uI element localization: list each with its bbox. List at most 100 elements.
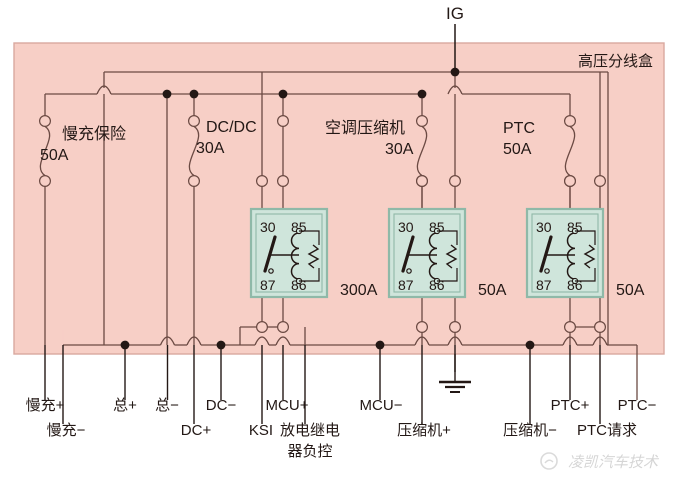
bottom-bus-hop-2 — [254, 336, 270, 346]
bottom-bus-hop-4 — [414, 336, 430, 346]
relay-2-suppression-resistor — [445, 244, 458, 269]
fuse-1-rating-label: 50A — [40, 147, 69, 164]
relay-inner-frame-1 — [255, 213, 323, 293]
relay-3-terminal-30: 30 — [536, 219, 552, 235]
fuse-layer — [39, 125, 576, 177]
junction-node-layer — [38, 67, 606, 350]
relay-body-1 — [249, 207, 329, 299]
enclosure-high-voltage-junction-box — [13, 42, 665, 355]
relay-2-rating-label: 50A — [478, 282, 507, 299]
junction-node-ig — [450, 67, 460, 77]
bottom-bus-hop-7 — [592, 336, 608, 346]
wire-hop-bus-b-over-riser-left — [96, 85, 112, 95]
relay-2-contact-87-point — [406, 268, 412, 274]
watermark: 凌凯汽车技术 — [540, 452, 660, 471]
relay3-feed-ring-left — [563, 175, 576, 188]
relay-2-resistor-lead-top — [437, 230, 458, 245]
bottom-bus-hop-3 — [275, 336, 291, 346]
bottom-bus-hop-6 — [562, 336, 578, 346]
relay-inner-frame-3 — [531, 213, 599, 293]
fuse-element-3 — [416, 125, 428, 177]
terminal-label-upper-5: MCU+ — [266, 397, 309, 414]
fuse-terminal-bottom-2 — [188, 175, 201, 188]
relay-3-suppression-resistor — [583, 244, 596, 269]
wire-layer — [44, 24, 638, 424]
relay-3-contact-blade — [539, 235, 553, 273]
ig-supply-label: IG — [446, 4, 464, 23]
terminal-label-lower-8: PTC请求 — [577, 422, 637, 439]
fuse-4-name-label: PTC — [503, 120, 535, 137]
relay-1-contact-blade — [263, 235, 277, 273]
relay2-lower-ring-left — [416, 321, 429, 334]
fuse-element-1 — [39, 125, 51, 177]
relay2-feed-ring-left — [416, 175, 429, 188]
relay-1-rating-label: 300A — [340, 282, 378, 299]
relay2-feed-ring-right — [449, 175, 462, 188]
terminal-label-upper-4: DC− — [206, 397, 237, 414]
terminal-label-upper-1: 慢充+ — [26, 397, 65, 414]
terminal-label-lower-5: 器负控 — [287, 443, 332, 460]
relay1-pin30-feed-ring — [277, 114, 290, 127]
relay-1-resistor-lead-top — [299, 230, 320, 245]
relay3-feed-ring-right — [593, 175, 606, 188]
bottom-bus-node-2 — [216, 340, 226, 350]
relay-3-contact-87-point — [544, 268, 550, 274]
relay-2-contact-blade — [401, 235, 415, 273]
ground-symbol — [439, 354, 471, 393]
fuse-4-rating-label: 50A — [503, 141, 532, 158]
terminal-label-lower-7: 压缩机− — [503, 422, 557, 439]
fuse-terminal-top-2 — [188, 114, 201, 127]
bottom-bus-hop-0 — [159, 336, 176, 346]
enclosure-title-label: 高压分线盒 — [578, 53, 653, 70]
relay-1-terminal-87: 87 — [260, 277, 276, 293]
relay-2-terminal-30: 30 — [398, 219, 414, 235]
terminal-label-upper-3: 总− — [155, 397, 179, 414]
fuse-element-4 — [564, 125, 576, 177]
relay3-lower-ring-left — [563, 321, 576, 334]
watermark-text: 凌凯汽车技术 — [568, 454, 660, 471]
terminal-label-lower-4: 放电继电 — [280, 422, 340, 439]
fuse-terminal-top-4 — [563, 114, 576, 127]
bottom-bus-node-4 — [525, 340, 535, 350]
terminal-label-upper-8: PTC− — [618, 397, 657, 414]
fuse-terminal-top-1 — [38, 114, 51, 127]
fuse-2-name-label: DC/DC — [206, 119, 257, 136]
relay2-lower-ring-right — [449, 321, 462, 334]
relay-3-terminal-87: 87 — [536, 277, 552, 293]
relay-1-resistor-lead-bottom — [299, 268, 320, 282]
relay-rating-layer: 300A 50A 50A — [340, 282, 645, 299]
relay-3-resistor-lead-bottom — [575, 268, 596, 282]
relay-2-terminal-87: 87 — [398, 277, 414, 293]
relay-3-rating-label: 50A — [616, 282, 645, 299]
fuse-terminal-top-3 — [416, 114, 429, 127]
bottom-bus-node-1 — [120, 340, 130, 350]
relay-3-coil — [566, 232, 576, 280]
relay-inner-frame-2 — [393, 213, 461, 293]
terminal-label-lower-2: DC+ — [181, 422, 212, 439]
relay-2-coil — [428, 232, 438, 280]
relay-1-coil — [290, 232, 300, 280]
junction-node-top-4 — [417, 89, 427, 99]
relay-body-2 — [387, 207, 467, 299]
relay-body-3 — [525, 207, 605, 299]
bottom-bus-hop-1 — [186, 336, 202, 346]
fuse-1-name-label: 慢充保险 — [62, 125, 126, 143]
bottom-bus-hop-5 — [447, 336, 463, 346]
terminal-label-lower-3: KSI — [249, 422, 273, 439]
watermark-logo-stroke — [544, 459, 554, 464]
fuse-3-name-label: 空调压缩机 — [325, 119, 405, 137]
relay-3-resistor-lead-top — [575, 230, 596, 245]
watermark-logo-icon — [540, 452, 558, 470]
wire-hop-bus-b-over-ig — [447, 85, 463, 95]
bottom-bus-node-3 — [375, 340, 385, 350]
junction-node-top-1 — [162, 89, 172, 99]
fuse-element-2 — [188, 125, 200, 177]
terminal-label-upper-2: 总+ — [113, 397, 137, 414]
